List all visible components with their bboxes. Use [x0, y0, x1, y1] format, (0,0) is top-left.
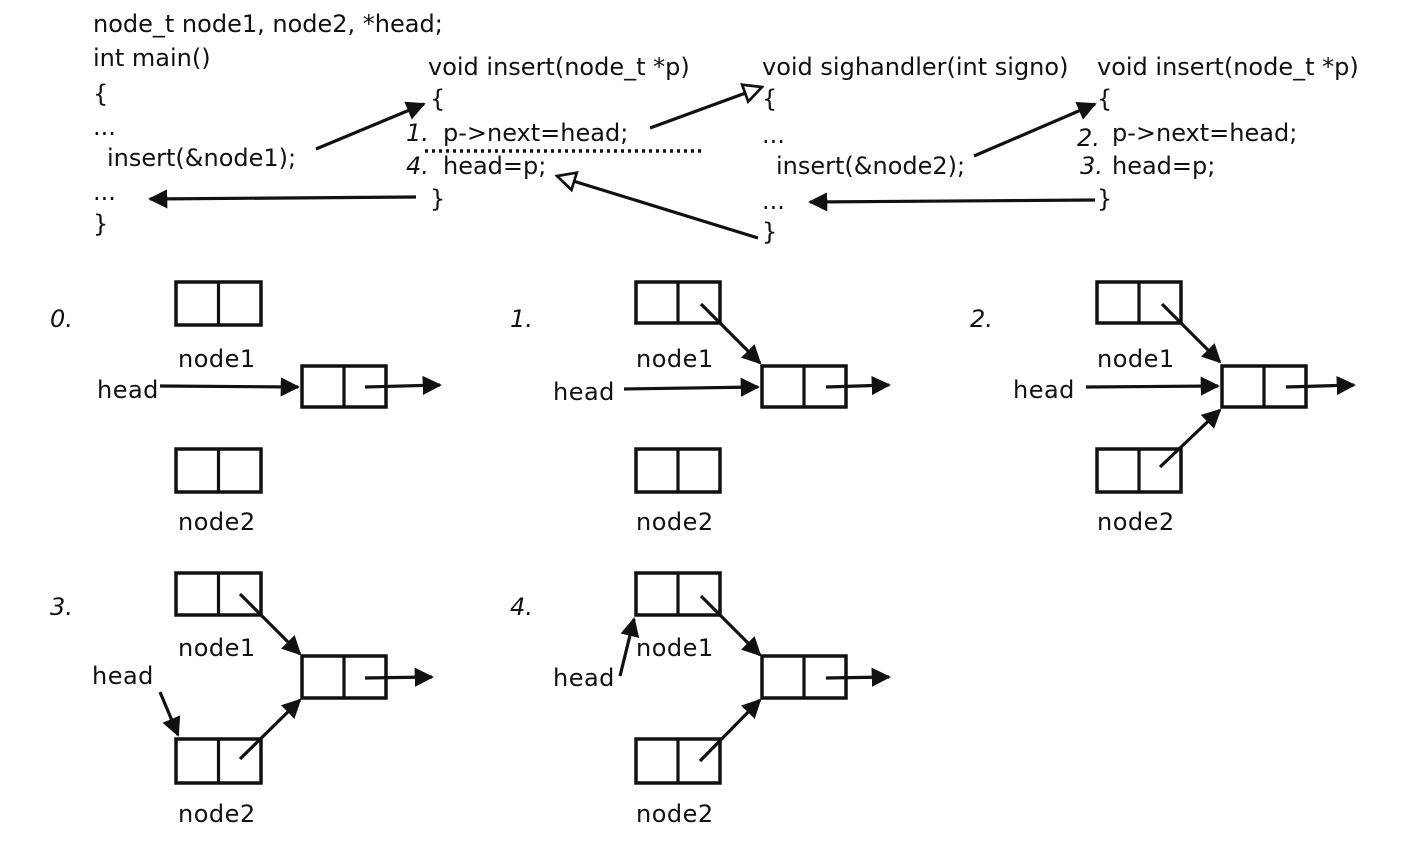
- code-line-open-brace: {: [93, 80, 108, 108]
- node2-label: node2: [178, 508, 256, 536]
- node1-box: [1095, 280, 1183, 325]
- node1-next-arrow: [238, 592, 302, 656]
- step-number: 1.: [510, 305, 533, 333]
- code-line-open-brace: {: [430, 85, 445, 113]
- node1-box: [634, 280, 722, 325]
- head-label: head: [97, 376, 159, 404]
- code-line-insert-call: insert(&node1);: [107, 144, 296, 172]
- return-arrow: [148, 189, 417, 209]
- next-pointer-arrow: [1285, 375, 1356, 396]
- code-main: node_t node1, node2, *head; int main() {…: [93, 10, 443, 238]
- code-line-next-assign: p->next=head;: [1112, 119, 1297, 147]
- code-line-ellipsis: ...: [762, 121, 785, 149]
- step-mark: 4.: [406, 152, 429, 180]
- code-line-sighandler-signature: void sighandler(int signo): [762, 53, 1068, 81]
- node2-box: [1095, 447, 1183, 494]
- node2-next-arrow: [238, 698, 302, 761]
- step-mark: 2.: [1077, 124, 1100, 152]
- code-line-head-assign: head=p;: [443, 152, 546, 180]
- code-line-insert-call: insert(&node2);: [776, 152, 965, 180]
- node1-label: node1: [1097, 345, 1175, 373]
- node2-label: node2: [636, 508, 714, 536]
- code-line-ellipsis: ...: [762, 187, 785, 215]
- step-number: 0.: [50, 305, 73, 333]
- head-label: head: [92, 662, 154, 690]
- step-1-diagram: 1. node1 head node2: [510, 280, 891, 536]
- step-2-diagram: 2. node1 head node2: [970, 280, 1356, 536]
- code-line-open-brace: {: [762, 85, 777, 113]
- node2-box: [634, 447, 722, 494]
- node2-next-arrow: [698, 698, 762, 763]
- step-4-diagram: 4. node1 head node2: [510, 571, 891, 828]
- code-line-ellipsis: ...: [93, 178, 116, 206]
- head-label: head: [1013, 376, 1075, 404]
- next-pointer-arrow: [364, 375, 442, 396]
- node2-label: node2: [1097, 508, 1175, 536]
- step-mark: 3.: [1080, 152, 1103, 180]
- step-mark: 1.: [406, 119, 429, 147]
- code-sighandler: void sighandler(int signo) { ... insert(…: [762, 53, 1068, 246]
- head-pointer-arrow: [1085, 376, 1220, 396]
- head-pointer-arrow: [158, 691, 181, 737]
- head-pointer-arrow: [618, 617, 640, 677]
- step-number: 3.: [50, 593, 73, 621]
- head-label: head: [553, 378, 615, 406]
- step-number: 2.: [970, 305, 993, 333]
- code-line-close-brace: }: [1097, 185, 1112, 213]
- node2-label: node2: [178, 800, 256, 828]
- code-line-insert-signature: void insert(node_t *p): [1097, 53, 1359, 81]
- node1-box: [634, 571, 722, 617]
- node1-label: node1: [636, 634, 714, 662]
- return-arrow: [808, 192, 1096, 212]
- next-pointer-arrow: [825, 667, 891, 687]
- node1-box: [174, 571, 263, 617]
- code-line-close-brace: }: [762, 218, 777, 246]
- head-pointer-arrow: [159, 377, 300, 397]
- call-arrow: [315, 101, 426, 151]
- node2-box: [174, 737, 263, 785]
- code-flow-arrows: [148, 87, 1097, 240]
- code-insert-second: void insert(node_t *p) { p->next=head; h…: [1077, 53, 1359, 213]
- code-insert-first: void insert(node_t *p) { p->next=head; h…: [406, 53, 690, 213]
- node2-label: node2: [636, 800, 714, 828]
- call-arrow: [973, 102, 1097, 158]
- step-0-diagram: 0. node1 head node2: [50, 280, 442, 536]
- signal-arrow: [649, 87, 762, 130]
- step-3-diagram: 3. node1 head node2: [50, 571, 434, 828]
- code-line-head-assign: head=p;: [1112, 152, 1215, 180]
- node2-box: [634, 737, 722, 785]
- node1-next-arrow: [699, 594, 762, 657]
- next-pointer-arrow: [825, 375, 891, 396]
- next-pointer-arrow: [364, 667, 434, 687]
- node1-box: [174, 280, 263, 327]
- node1-label: node1: [178, 345, 256, 373]
- node1-next-arrow: [1160, 302, 1222, 364]
- step-number: 4.: [510, 593, 533, 621]
- node1-next-arrow: [699, 302, 762, 365]
- code-line-next-assign: p->next=head;: [443, 119, 628, 147]
- code-line-close-brace: }: [93, 210, 108, 238]
- code-line-main-signature: int main(): [93, 44, 211, 72]
- code-line-ellipsis: ...: [93, 113, 116, 141]
- node1-label: node1: [178, 634, 256, 662]
- code-line-globals: node_t node1, node2, *head;: [93, 10, 443, 38]
- code-line-insert-signature: void insert(node_t *p): [428, 53, 690, 81]
- code-line-open-brace: {: [1097, 85, 1112, 113]
- signal-return-arrow: [557, 176, 759, 240]
- node2-box: [174, 447, 263, 494]
- node2-next-arrow: [1158, 408, 1222, 469]
- code-line-close-brace: }: [430, 185, 445, 213]
- head-label: head: [553, 664, 615, 692]
- head-pointer-arrow: [623, 377, 760, 397]
- node1-label: node1: [636, 345, 714, 373]
